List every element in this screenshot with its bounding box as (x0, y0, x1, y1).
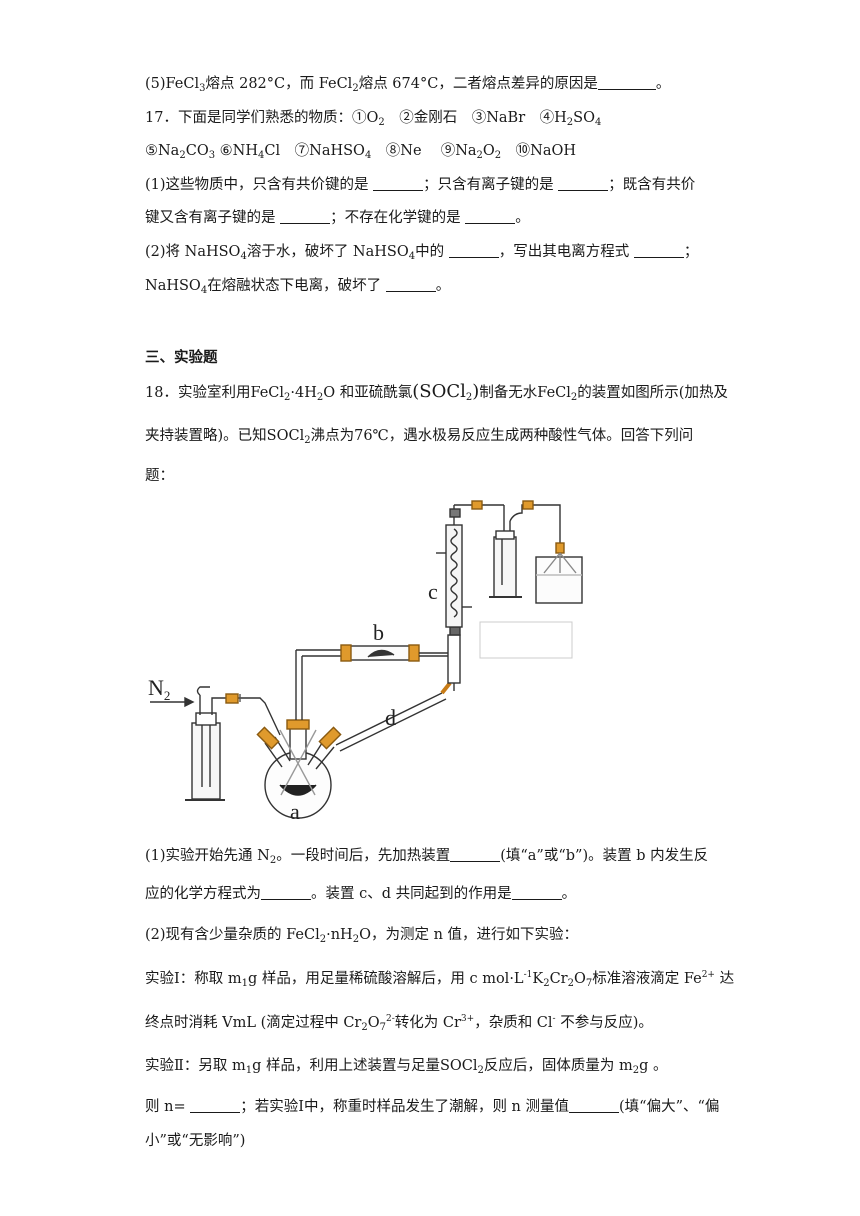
answer-blank[interactable] (569, 1098, 620, 1113)
q17-part1-line1: (1)这些物质中，只含有共价键的是 ；只含有离子键的是 ；既含有共价 (145, 176, 696, 193)
q18-answer-line2: 小”或“无影响”) (145, 1133, 246, 1149)
label-d: d (385, 705, 396, 730)
q18-part2-intro: (2)现有含少量杂质的 FeCl2·nH2O，为测定 n 值，进行如下实验： (145, 927, 579, 945)
q18-intro-line1: 18．实验室利用FeCl2·4H2O 和亚硫酰氯(SOCl2)制备无水FeCl2… (145, 381, 728, 403)
section-title: 三、实验题 (145, 350, 218, 366)
answer-blank[interactable] (465, 209, 516, 224)
q17-intro: 17．下面是同学们熟悉的物质：①O2 ②金刚石 ③NaBr ④H2SO4 (145, 110, 602, 128)
apparatus-figure: c b d a N2 (148, 500, 583, 824)
label-a: a (290, 799, 300, 824)
answer-blank[interactable] (450, 847, 501, 862)
q17-part2-line2: NaHSO4在熔融状态下电离，破坏了 。 (145, 277, 451, 296)
q16-part5: (5)FeCl3熔点 282°C，而 FeCl2熔点 674°C，二者熔点差异的… (145, 75, 671, 94)
q17-part2-line1: (2)将 NaHSO4溶于水，破坏了 NaHSO4中的 ，写出其电离方程式 ； (145, 243, 699, 262)
answer-blank[interactable] (558, 176, 609, 191)
label-b: b (373, 620, 384, 645)
answer-blank[interactable] (190, 1098, 241, 1113)
answer-blank[interactable] (385, 277, 436, 292)
q18-intro-line3: 题： (145, 468, 174, 484)
answer-blank[interactable] (261, 885, 311, 900)
label-n2: N2 (148, 675, 170, 703)
q17-part1-line2: 键又含有离子键的是 ；不存在化学键的是 。 (145, 209, 530, 226)
q17-substance-list: ⑤Na2CO3 ⑥NH4Cl ⑦NaHSO4 ⑧Ne ⑨Na2O2 ⑩NaOH (145, 143, 577, 161)
q18-experiment1-line2: 终点时消耗 VmL (滴定过程中 Cr2O72-转化为 Cr3+，杂质和 Cl-… (145, 1014, 653, 1033)
q18-part1-line1: (1)实验开始先通 N2。一段时间后，先加热装置(填“a”或“b”)。装置 b … (145, 847, 709, 866)
answer-blank[interactable] (597, 75, 656, 90)
q18-part1-line2: 应的化学方程式为。装置 c、d 共同起到的作用是。 (145, 885, 577, 902)
q18-experiment1-line1: 实验Ⅰ：称取 m1g 样品，用足量稀硫酸溶解后，用 c mol·L-1K2Cr2… (145, 970, 735, 989)
q18-experiment2: 实验Ⅱ：另取 m1g 样品，利用上述装置与足量SOCl2反应后，固体质量为 m2… (145, 1058, 668, 1076)
answer-blank[interactable] (448, 243, 499, 258)
answer-blank[interactable] (511, 885, 562, 900)
answer-blank[interactable] (280, 209, 331, 224)
label-c: c (428, 579, 438, 604)
answer-blank[interactable] (373, 176, 424, 191)
answer-blank[interactable] (633, 243, 684, 258)
q18-intro-line2: 夹持装置略)。已知SOCl2沸点为76℃，遇水极易反应生成两种酸性气体。回答下列… (145, 428, 694, 446)
q18-answer-line1: 则 n= ；若实验Ⅰ中，称重时样品发生了潮解，则 n 测量值(填“偏大”、“偏 (145, 1098, 720, 1115)
